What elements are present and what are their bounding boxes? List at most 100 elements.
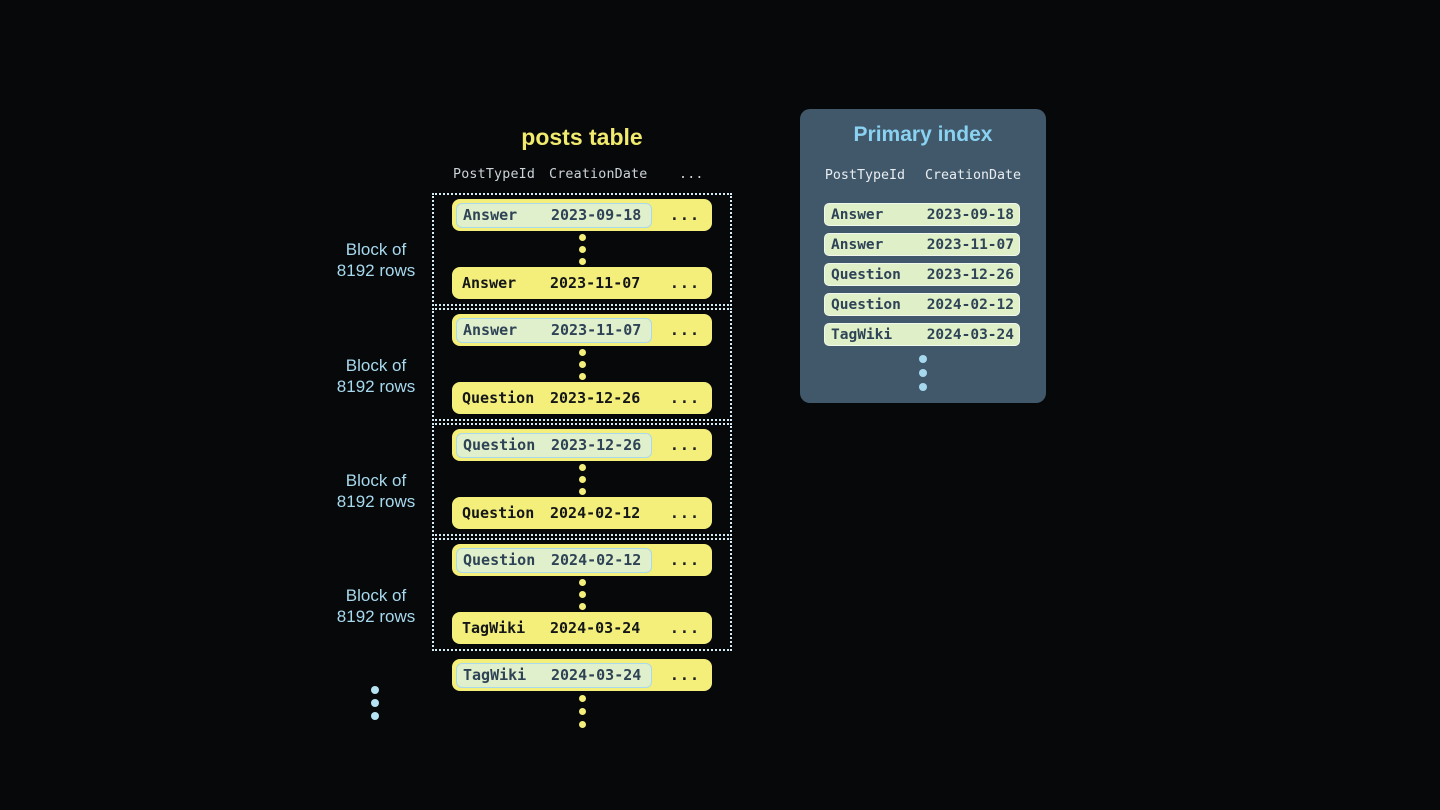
dot — [578, 708, 586, 715]
dot — [371, 699, 379, 707]
block-label-4: Block of 8192 rows — [308, 585, 444, 627]
post-type-value: Answer — [463, 206, 518, 224]
dot — [578, 590, 586, 598]
block-label-line2: 8192 rows — [336, 377, 416, 396]
dot — [578, 487, 586, 495]
post-type-value: Answer — [831, 236, 884, 253]
table-row-last: Question 2024-02-12 ... — [452, 497, 712, 529]
posts-more-columns-ellipsis: ... — [679, 167, 704, 182]
dot — [371, 712, 379, 720]
block-3: Question 2023-12-26 ... Question 2024-02… — [432, 423, 732, 536]
dot — [578, 695, 586, 702]
rows-ellipsis-dots — [452, 463, 712, 495]
block-label-line2: 8192 rows — [336, 492, 416, 511]
row-more-ellipsis: ... — [669, 389, 700, 407]
creation-date-value: 2023-11-07 — [926, 236, 1014, 253]
creation-date-value: 2023-11-07 — [550, 274, 641, 292]
index-entry: TagWiki 2024-03-24 — [824, 323, 1020, 346]
creation-date-value: 2023-09-18 — [551, 206, 642, 224]
more-rows-dots — [452, 695, 712, 728]
table-row-last: TagWiki 2024-03-24 ... — [452, 612, 712, 644]
dot — [578, 233, 586, 241]
indexed-entry-highlight: Question 2023-12-26 — [456, 432, 652, 458]
post-type-value: Question — [831, 296, 901, 313]
table-row-first: Question 2023-12-26 ... — [452, 429, 712, 461]
dot — [919, 383, 927, 391]
dot — [578, 721, 586, 728]
post-type-value: Question — [462, 504, 535, 522]
dot — [578, 360, 586, 368]
post-type-value: Answer — [831, 206, 884, 223]
index-column-header-posttypeid: PostTypeId — [824, 168, 905, 183]
indexed-entry-highlight: Question 2024-02-12 — [456, 547, 652, 573]
block-label-line2: 8192 rows — [336, 607, 416, 626]
dot — [578, 475, 586, 483]
creation-date-value: 2023-12-26 — [926, 266, 1014, 283]
block-4: Question 2024-02-12 ... TagWiki 2024-03-… — [432, 538, 732, 651]
creation-date-value: 2024-02-12 — [551, 551, 642, 569]
more-index-entries-dots — [800, 355, 1046, 391]
primary-index-title: Primary index — [853, 123, 993, 146]
rows-ellipsis-dots — [452, 695, 712, 728]
creation-date-value: 2024-02-12 — [550, 504, 641, 522]
creation-date-value: 2024-03-24 — [551, 666, 642, 684]
dot — [578, 257, 586, 265]
row-more-ellipsis: ... — [669, 504, 700, 522]
creation-date-value: 2023-09-18 — [926, 206, 1014, 223]
post-type-value: Question — [463, 551, 536, 569]
block-label-line2: 8192 rows — [336, 261, 416, 280]
dot — [578, 372, 586, 380]
index-entry: Question 2023-12-26 — [824, 263, 1020, 286]
creation-date-value: 2024-03-24 — [926, 326, 1014, 343]
row-more-ellipsis: ... — [669, 619, 700, 637]
primary-index-panel: Primary index PostTypeId CreationDate An… — [800, 109, 1046, 403]
dot — [578, 348, 586, 356]
block-label-line1: Block of — [345, 586, 407, 605]
primary-index-entries: Answer 2023-09-18 Answer 2023-11-07 Ques… — [824, 203, 1020, 353]
post-type-value: Answer — [462, 274, 517, 292]
dot — [919, 369, 927, 377]
post-type-value: TagWiki — [462, 619, 526, 637]
posts-column-header-posttypeid: PostTypeId — [453, 167, 536, 182]
creation-date-value: 2023-12-26 — [551, 436, 642, 454]
table-row-first: Answer 2023-09-18 ... — [452, 199, 712, 231]
creation-date-value: 2023-11-07 — [551, 321, 642, 339]
block-2: Answer 2023-11-07 ... Question 2023-12-2… — [432, 308, 732, 421]
dot — [578, 463, 586, 471]
block-label-1: Block of 8192 rows — [308, 239, 444, 281]
table-row-last: Answer 2023-11-07 ... — [452, 267, 712, 299]
dot — [919, 355, 927, 363]
rows-ellipsis-dots — [452, 578, 712, 610]
block-label-line1: Block of — [345, 240, 407, 259]
post-type-value: TagWiki — [463, 666, 527, 684]
post-type-value: Answer — [463, 321, 518, 339]
post-type-value: Question — [463, 436, 536, 454]
creation-date-value: 2024-03-24 — [550, 619, 641, 637]
block-label-3: Block of 8192 rows — [308, 470, 444, 512]
index-entry: Question 2024-02-12 — [824, 293, 1020, 316]
row-more-ellipsis: ... — [669, 666, 700, 684]
table-row-first: Question 2024-02-12 ... — [452, 544, 712, 576]
row-more-ellipsis: ... — [669, 321, 700, 339]
row-more-ellipsis: ... — [669, 206, 700, 224]
creation-date-value: 2024-02-12 — [926, 296, 1014, 313]
block-label-line1: Block of — [345, 471, 407, 490]
primary-index-headers: PostTypeId CreationDate — [800, 168, 1046, 183]
row-more-ellipsis: ... — [669, 274, 700, 292]
indexed-entry-highlight: Answer 2023-09-18 — [456, 202, 652, 228]
post-type-value: Question — [831, 266, 901, 283]
block-label-2: Block of 8192 rows — [308, 355, 444, 397]
more-blocks-dots — [371, 686, 379, 720]
table-row-first: Answer 2023-11-07 ... — [452, 314, 712, 346]
dot — [578, 245, 586, 253]
block-1: Answer 2023-09-18 ... Answer 2023-11-07 … — [432, 193, 732, 306]
indexed-entry-highlight: TagWiki 2024-03-24 — [456, 662, 652, 688]
table-row-overflow: TagWiki 2024-03-24 ... — [452, 659, 712, 691]
dot — [578, 578, 586, 586]
index-entry: Answer 2023-09-18 — [824, 203, 1020, 226]
block-label-line1: Block of — [345, 356, 407, 375]
row-more-ellipsis: ... — [669, 436, 700, 454]
creation-date-value: 2023-12-26 — [550, 389, 641, 407]
dot — [578, 602, 586, 610]
